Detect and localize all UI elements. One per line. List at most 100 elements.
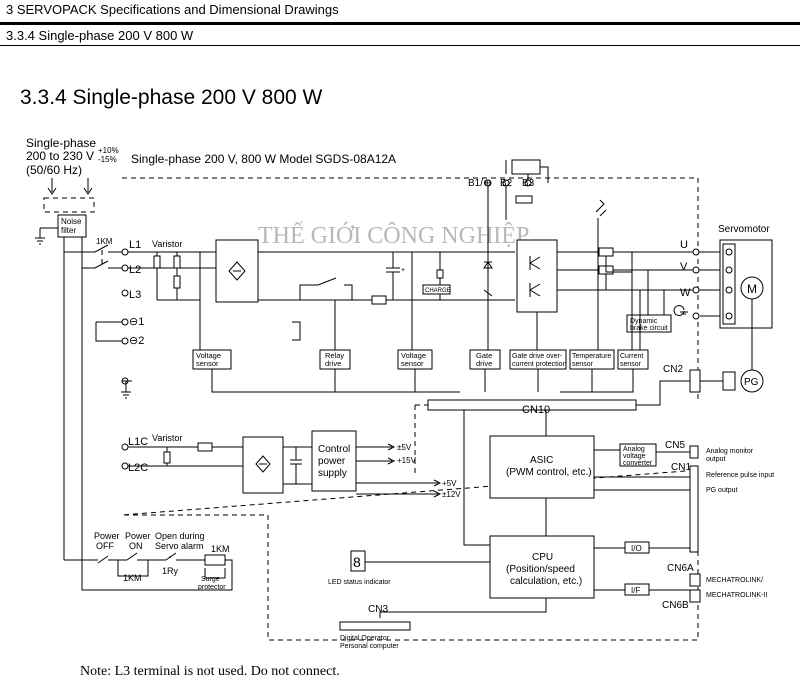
km-coil bbox=[204, 554, 226, 566]
gate-drive-protection-label-1: Gate drive over- bbox=[512, 353, 563, 360]
terminal-b3 bbox=[524, 179, 532, 187]
varistor-ctrl-label: Varistor bbox=[152, 433, 182, 443]
terminal-l3-label: L3 bbox=[129, 289, 141, 301]
cn2-connector bbox=[689, 369, 701, 393]
charge-label: CHARGE bbox=[425, 288, 451, 294]
current-sense-links bbox=[605, 256, 641, 350]
watermark: THẾ GIỚI CÔNG NGHIỆP bbox=[258, 222, 529, 249]
supply-line3: (50/60 Hz) bbox=[26, 163, 82, 177]
voltage-sensor-b-label-2: sensor bbox=[401, 359, 424, 368]
ctrl-varistor bbox=[163, 451, 171, 464]
regen-transistor bbox=[483, 278, 493, 297]
cn1-label: CN1 bbox=[671, 462, 691, 473]
rail-arrowheads bbox=[387, 443, 442, 498]
terminal-b1-label: B1/⊕ bbox=[468, 178, 491, 189]
cpu-label-3: calculation, etc.) bbox=[510, 576, 582, 587]
terminal-b3-label: B3 bbox=[522, 178, 535, 189]
cpu-label-1: CPU bbox=[532, 552, 553, 563]
voltage-sensor-b-label-1: Voltage bbox=[401, 351, 426, 360]
contactor-line-1 bbox=[63, 237, 109, 560]
motor-symbol-label: M bbox=[747, 282, 757, 296]
terminal-l2c bbox=[121, 462, 129, 470]
noise-filter bbox=[57, 214, 87, 238]
ac-input-lines bbox=[128, 251, 216, 269]
cn3-label: CN3 bbox=[368, 604, 388, 615]
inrush-relay bbox=[299, 277, 353, 300]
power-off-label-2: OFF bbox=[96, 541, 114, 551]
ctrl-dc-filter bbox=[283, 446, 312, 485]
control-input-lines bbox=[128, 446, 243, 467]
temperature-sensor-label-1: Temperature bbox=[572, 353, 611, 360]
terminal-l2-label: L2 bbox=[129, 264, 141, 276]
analog-monitor-label-1: Analog monitor bbox=[706, 448, 754, 455]
km-contact-label: 1KM bbox=[123, 573, 142, 583]
cn2-label: CN2 bbox=[663, 364, 683, 375]
cn10-to-asic-cpu bbox=[463, 410, 547, 546]
ref-pulse-label: Reference pulse input bbox=[706, 472, 774, 479]
noise-filter-label-1: Noise bbox=[61, 217, 82, 226]
encoder-symbol-label: PG bbox=[744, 377, 759, 388]
frame-ground-icon bbox=[121, 380, 132, 399]
mechatrolink-label-1: MECHATROLINK/ bbox=[706, 577, 763, 584]
analog-converter-label-3: converter bbox=[623, 460, 653, 467]
model-title: Single-phase 200 V, 800 W Model SGDS-08A… bbox=[131, 152, 396, 166]
motor-connector-pins bbox=[725, 248, 733, 320]
digital-operator-label: Digital Operator bbox=[340, 635, 390, 642]
supply-rails bbox=[356, 446, 438, 495]
varistors bbox=[153, 252, 200, 301]
cn3-connector bbox=[339, 621, 411, 631]
supply-line1: Single-phase bbox=[26, 136, 96, 150]
analog-converter-label-2: voltage bbox=[623, 453, 646, 460]
rectifier-bridge-icon bbox=[228, 261, 246, 281]
asic-block bbox=[489, 435, 595, 499]
inverter-block bbox=[516, 239, 558, 313]
pe-ground-icon bbox=[673, 305, 688, 316]
dynamic-brake-label-2: brake circuit bbox=[630, 325, 668, 332]
surge-protector-label-1: Surge bbox=[201, 576, 220, 583]
rail-5v-label: ±5V bbox=[397, 443, 412, 452]
dc-bus bbox=[258, 251, 515, 301]
dc-reactor-jumper bbox=[95, 321, 122, 342]
terminal-w-label: W bbox=[680, 287, 691, 299]
current-sensor-label-1: Current bbox=[620, 353, 643, 360]
terminal-b2 bbox=[502, 179, 510, 187]
control-power-supply-label-2: power bbox=[318, 456, 346, 467]
supply-tol-plus: +10% bbox=[98, 146, 119, 155]
cpu-cn3-link bbox=[379, 598, 547, 618]
charge-indicator bbox=[422, 284, 451, 295]
thermal-icon bbox=[595, 199, 607, 217]
servomotor-label: Servomotor bbox=[718, 224, 770, 235]
rail-5v-b-label: +5V bbox=[442, 479, 457, 488]
cn1-connector bbox=[689, 465, 699, 553]
power-on-label-1: Power bbox=[125, 531, 151, 541]
km-top-label: 1KM bbox=[96, 237, 113, 246]
terminal-l2c-label: L2C bbox=[128, 462, 148, 474]
igbt-icons bbox=[529, 256, 541, 297]
control-power-supply-label-3: supply bbox=[318, 468, 347, 479]
km-coil-label: 1KM bbox=[211, 544, 230, 554]
cn6b-label: CN6B bbox=[662, 600, 689, 611]
temperature-sensor-label-2: sensor bbox=[572, 361, 594, 368]
led-digit-icon: 8 bbox=[353, 554, 361, 570]
terminal-l1-label: L1 bbox=[129, 239, 141, 251]
open-alarm-label-1: Open during bbox=[155, 531, 205, 541]
current-sensor-label-2: sensor bbox=[620, 361, 642, 368]
voltage-sensor-a-label-2: sensor bbox=[196, 359, 219, 368]
cn5-label: CN5 bbox=[665, 440, 685, 451]
voltage-sensor-a-label-1: Voltage bbox=[196, 351, 221, 360]
cn6a-connector bbox=[689, 573, 701, 587]
gate-drive-label-1: Gate bbox=[476, 351, 492, 360]
terminal-l1c bbox=[121, 443, 129, 451]
relay-coil-link bbox=[292, 321, 301, 341]
cap-plus: + bbox=[401, 267, 405, 274]
power-on-label-2: ON bbox=[129, 541, 143, 551]
section-title: 3.3.4 Single-phase 200 V 800 W bbox=[20, 86, 323, 109]
cpu-block bbox=[489, 535, 595, 599]
motor-terminals bbox=[692, 248, 700, 320]
terminal-neg2-label: ⊖2 bbox=[129, 335, 144, 347]
ctrl-fuse bbox=[197, 442, 213, 452]
cn6a-label: CN6A bbox=[667, 563, 694, 574]
personal-computer-label: Personal computer bbox=[340, 643, 399, 650]
servopack-boundary bbox=[121, 177, 699, 641]
